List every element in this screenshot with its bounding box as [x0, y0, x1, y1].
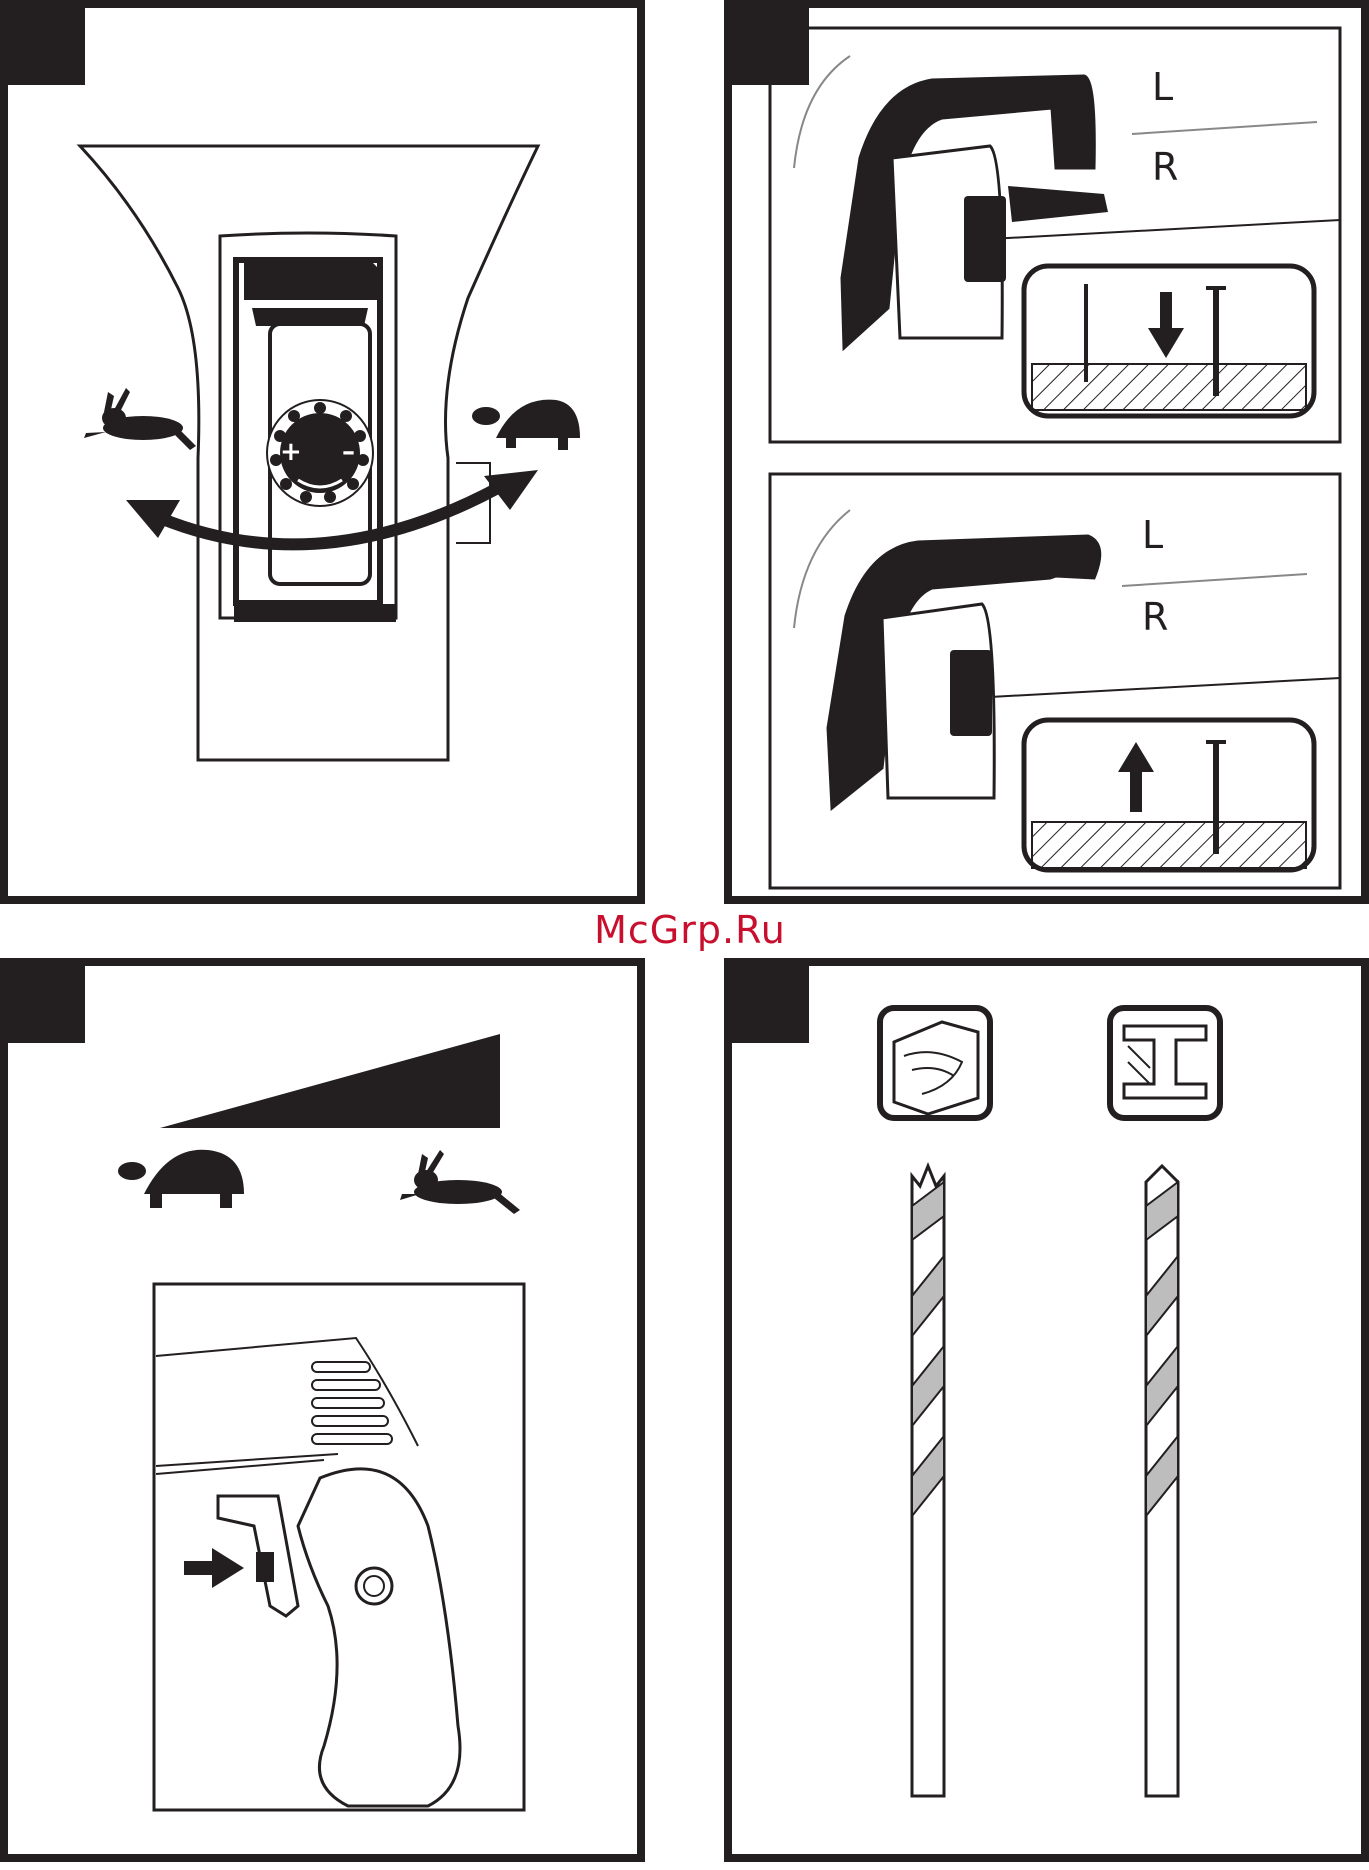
- metal-drill-bit: [1146, 1166, 1178, 1796]
- lower-label-l: L: [1142, 513, 1163, 557]
- wood-drill-bit: [912, 1166, 944, 1796]
- metal-material-icon: [1110, 1008, 1220, 1118]
- trigger-lock-button: [256, 1552, 274, 1582]
- panel-speed-trigger: [0, 958, 645, 1862]
- wood-material-icon: [880, 1008, 990, 1118]
- panel-drill-bits: [724, 958, 1369, 1862]
- panel-speed-wheel: + –: [0, 0, 645, 904]
- direction-switch-illustration: L R L R: [732, 8, 1369, 912]
- upper-label-l: L: [1152, 65, 1173, 109]
- lower-label-r: R: [1142, 595, 1168, 639]
- hare-icon: [400, 1150, 520, 1214]
- tortoise-icon: [118, 1150, 244, 1208]
- speed-trigger-illustration: [8, 966, 653, 1870]
- speed-wedge: [160, 1034, 500, 1128]
- upper-label-r: R: [1152, 145, 1178, 189]
- panel-direction-switch: L R L R: [724, 0, 1369, 904]
- tortoise-icon: [472, 400, 580, 450]
- watermark-text: McGrp.Ru: [560, 908, 820, 952]
- dial-minus-label: –: [342, 437, 355, 467]
- dial-plus-label: +: [280, 437, 302, 467]
- hare-icon: [84, 388, 196, 450]
- speed-wheel-illustration: + –: [8, 8, 653, 912]
- drill-bits-illustration: [732, 966, 1369, 1870]
